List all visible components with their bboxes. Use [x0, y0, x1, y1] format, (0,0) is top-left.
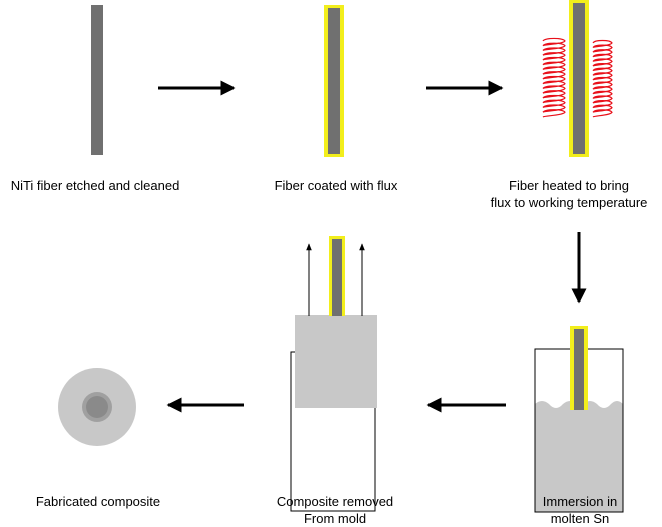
composite-cross-section	[58, 368, 136, 446]
niti-fiber	[91, 5, 103, 155]
label-heated: Fiber heated to bring flux to working te…	[476, 177, 662, 211]
label-fabricated: Fabricated composite	[35, 494, 161, 509]
label-removed: Composite removed From mold	[250, 493, 420, 527]
label-removed-line1: Composite removed	[276, 494, 394, 509]
label-heated-line1: Fiber heated to bring	[509, 178, 629, 193]
coil-winding	[592, 39, 613, 118]
coated-fiber	[324, 5, 344, 157]
immersion-mold	[534, 326, 624, 513]
label-immersion: Immersion in molten Sn	[500, 493, 660, 527]
heater-coil-right	[592, 39, 613, 118]
removal-mold	[290, 236, 377, 512]
label-heated-line2: flux to working temperature	[490, 195, 648, 210]
label-immersion-line2: molten Sn	[550, 511, 610, 526]
heater-coil-left	[542, 37, 566, 118]
label-immersion-line1: Immersion in	[542, 494, 618, 509]
coil-winding	[542, 37, 566, 118]
label-etched: NiTi fiber etched and cleaned	[10, 178, 180, 193]
heated-fiber	[569, 0, 589, 157]
label-removed-line2: From mold	[303, 511, 367, 526]
label-coated: Fiber coated with flux	[274, 178, 398, 193]
